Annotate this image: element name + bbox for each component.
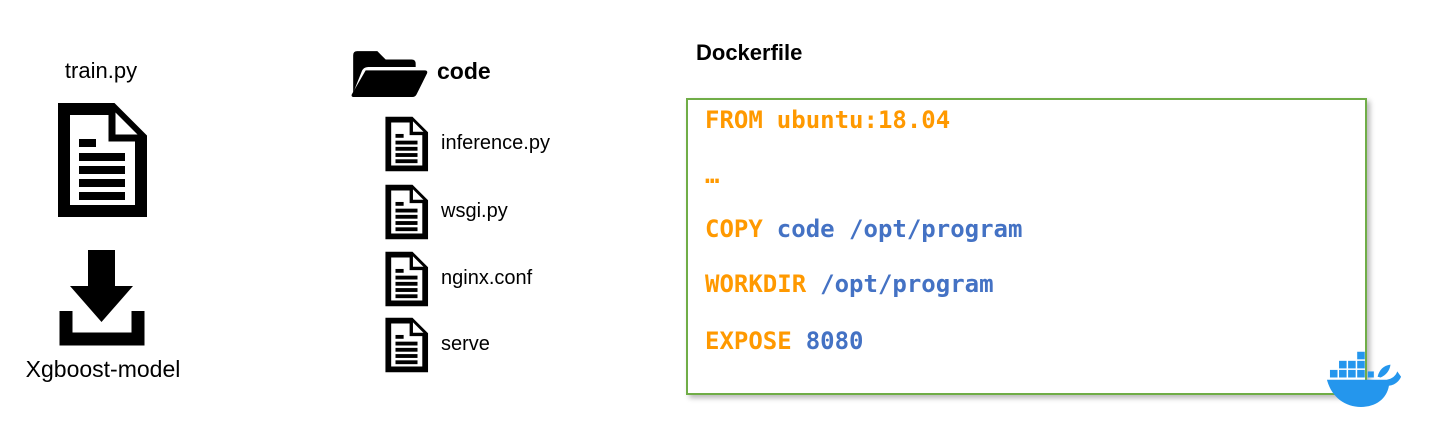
train-py-label: train.py bbox=[64, 58, 138, 83]
file-icon bbox=[384, 249, 429, 309]
file-icon bbox=[384, 182, 429, 242]
code-folder-label: code bbox=[437, 58, 491, 84]
code-argument: /opt/program bbox=[820, 270, 994, 298]
document-icon bbox=[55, 102, 149, 218]
file-label: inference.py bbox=[441, 132, 550, 154]
code-line: FROM ubuntu:18.04 bbox=[705, 104, 964, 136]
code-argument: code /opt/program bbox=[776, 215, 1023, 243]
code-keyword: WORKDIR bbox=[705, 270, 807, 298]
docker-whale-icon bbox=[1326, 351, 1402, 407]
dockerfile-code-box: FROM ubuntu:18.04 … COPY code /opt/program… bbox=[686, 98, 1367, 395]
code-keyword: … bbox=[705, 161, 720, 189]
code-keyword: COPY bbox=[705, 215, 763, 243]
code-line: WORKDIR/opt/program bbox=[705, 268, 994, 300]
code-keyword: EXPOSE bbox=[705, 327, 792, 355]
file-label: wsgi.py bbox=[441, 200, 508, 222]
file-label: serve bbox=[441, 333, 490, 355]
dockerfile-title: Dockerfile bbox=[696, 40, 803, 65]
code-keyword: FROM bbox=[705, 106, 763, 134]
file-icon bbox=[384, 114, 429, 174]
code-argument: ubuntu:18.04 bbox=[776, 106, 951, 134]
code-line: … bbox=[705, 159, 747, 191]
code-argument: 8080 bbox=[805, 327, 864, 355]
code-line: COPY code /opt/program bbox=[705, 213, 1022, 245]
file-label: nginx.conf bbox=[441, 267, 533, 289]
xgboost-model-label: Xgboost-model bbox=[25, 356, 181, 382]
download-icon bbox=[59, 250, 145, 346]
code-line: EXPOSE 8080 bbox=[705, 325, 864, 357]
folder-icon bbox=[351, 51, 428, 97]
file-icon bbox=[384, 315, 429, 375]
